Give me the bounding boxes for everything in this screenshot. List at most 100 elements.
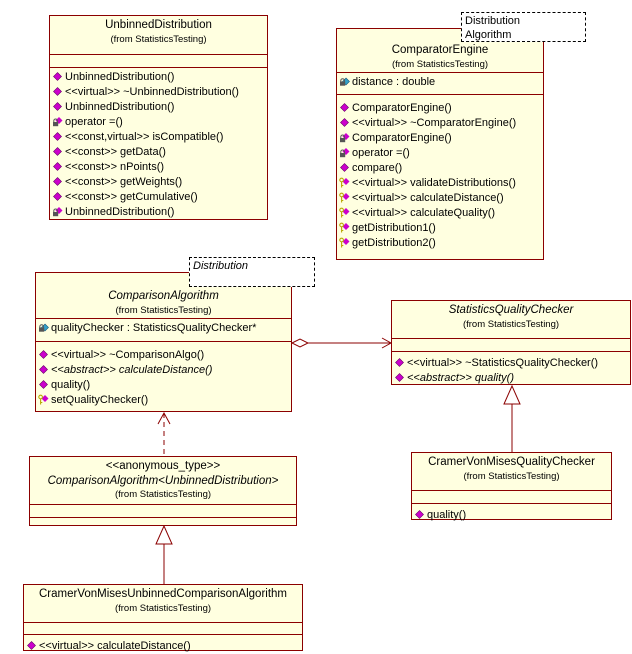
public-method-icon bbox=[52, 146, 63, 157]
attribute-compartment: qualityChecker : StatisticsQualityChecke… bbox=[36, 319, 291, 342]
attribute-compartment bbox=[24, 623, 302, 635]
operation-row[interactable]: quality() bbox=[38, 377, 289, 392]
class-unbinned-distribution[interactable]: UnbinnedDistribution (from StatisticsTes… bbox=[49, 15, 268, 220]
operation-row[interactable]: UnbinnedDistribution() bbox=[52, 99, 265, 114]
operation-label: operator =() bbox=[352, 146, 410, 159]
operation-row[interactable]: <<virtual>> ~ComparatorEngine() bbox=[339, 115, 541, 130]
operation-row[interactable]: <<const>> getCumulative() bbox=[52, 189, 265, 204]
class-package: (from StatisticsTesting) bbox=[391, 59, 489, 70]
class-package: (from StatisticsTesting) bbox=[463, 471, 560, 482]
operation-compartment: <<virtual>> calculateDistance() bbox=[24, 635, 302, 654]
template-parameters-comparator: Distribution Algorithm bbox=[461, 12, 586, 42]
attribute-label: qualityChecker : StatisticsQualityChecke… bbox=[51, 321, 257, 334]
operation-row[interactable]: <<const,virtual>> isCompatible() bbox=[52, 129, 265, 144]
operation-label: <<virtual>> ~ComparatorEngine() bbox=[352, 116, 517, 129]
private-method-lock-icon bbox=[339, 147, 350, 158]
public-method-icon bbox=[339, 102, 350, 113]
operation-label: compare() bbox=[352, 161, 403, 174]
operation-row[interactable]: <<virtual>> ~StatisticsQualityChecker() bbox=[394, 355, 628, 370]
public-method-icon bbox=[52, 71, 63, 82]
public-method-icon bbox=[52, 86, 63, 97]
template-parameter: Distribution bbox=[193, 260, 249, 272]
operation-row[interactable]: quality() bbox=[414, 507, 609, 522]
class-header: <<anonymous_type>> ComparisonAlgorithm<U… bbox=[30, 457, 296, 505]
operation-row[interactable]: <<const>> getWeights() bbox=[52, 174, 265, 189]
operation-row[interactable]: <<virtual>> ~ComparisonAlgo() bbox=[38, 347, 289, 362]
operation-row[interactable]: <<virtual>> calculateDistance() bbox=[339, 190, 541, 205]
operation-label: ComparatorEngine() bbox=[352, 131, 452, 144]
class-package: (from StatisticsTesting) bbox=[114, 603, 212, 614]
operation-row[interactable]: ComparatorEngine() bbox=[339, 100, 541, 115]
attribute-row[interactable]: distance : double bbox=[339, 74, 541, 89]
operation-label: setQualityChecker() bbox=[51, 393, 149, 406]
operation-row[interactable]: getDistribution1() bbox=[339, 220, 541, 235]
operation-row[interactable]: compare() bbox=[339, 160, 541, 175]
protected-method-key-icon bbox=[339, 177, 350, 188]
operation-label: <<const,virtual>> isCompatible() bbox=[65, 130, 224, 143]
operation-compartment: <<virtual>> ~ComparisonAlgo() <<abstract>… bbox=[36, 342, 291, 408]
operation-row[interactable]: UnbinnedDistribution() bbox=[52, 69, 265, 84]
class-cramer-von-mises-quality-checker[interactable]: CramerVonMisesQualityChecker (from Stati… bbox=[411, 452, 612, 522]
class-header: ComparatorEngine (from StatisticsTesting… bbox=[337, 29, 543, 73]
private-method-lock-icon bbox=[52, 206, 63, 217]
protected-method-key-icon bbox=[339, 207, 350, 218]
operation-label: <<virtual>> ~ComparisonAlgo() bbox=[51, 348, 205, 361]
class-comparison-algorithm[interactable]: ComparisonAlgorithm (from StatisticsTest… bbox=[35, 272, 292, 412]
operation-row[interactable]: UnbinnedDistribution() bbox=[52, 204, 265, 219]
operation-row[interactable]: <<const>> getData() bbox=[52, 144, 265, 159]
operation-row[interactable]: <<abstract>> calculateDistance() bbox=[38, 362, 289, 377]
operation-row[interactable]: ComparatorEngine() bbox=[339, 130, 541, 145]
class-name: ComparisonAlgorithm bbox=[108, 290, 219, 302]
class-cramer-von-mises-unbinned-comparison-algorithm[interactable]: CramerVonMisesUnbinnedComparisonAlgorith… bbox=[23, 584, 303, 654]
template-parameter: Algorithm bbox=[465, 29, 512, 41]
operation-row[interactable]: <<virtual>> calculateQuality() bbox=[339, 205, 541, 220]
public-method-icon bbox=[414, 509, 425, 520]
operation-label: operator =() bbox=[65, 115, 123, 128]
operation-row[interactable]: <<const>> nPoints() bbox=[52, 159, 265, 174]
class-name: ComparatorEngine bbox=[391, 44, 489, 56]
public-method-icon bbox=[38, 379, 49, 390]
operation-row[interactable]: <<abstract>> quality() bbox=[394, 370, 628, 385]
class-name: UnbinnedDistribution bbox=[105, 19, 212, 31]
protected-method-key-icon bbox=[339, 192, 350, 203]
public-method-icon bbox=[52, 161, 63, 172]
operation-row[interactable]: <<virtual>> calculateDistance() bbox=[26, 638, 300, 653]
operation-label: <<abstract>> quality() bbox=[407, 371, 515, 384]
public-method-icon bbox=[52, 191, 63, 202]
operation-row[interactable]: <<virtual>> ~UnbinnedDistribution() bbox=[52, 84, 265, 99]
operation-row[interactable]: operator =() bbox=[339, 145, 541, 160]
class-comparator-engine[interactable]: ComparatorEngine (from StatisticsTesting… bbox=[336, 28, 544, 260]
operation-row[interactable]: <<virtual>> validateDistributions() bbox=[339, 175, 541, 190]
class-anonymous-comparison-algorithm[interactable]: <<anonymous_type>> ComparisonAlgorithm<U… bbox=[29, 456, 297, 526]
operation-label: <<abstract>> calculateDistance() bbox=[51, 363, 213, 376]
operation-row[interactable]: getDistribution2() bbox=[339, 235, 541, 250]
operation-label: UnbinnedDistribution() bbox=[65, 70, 175, 83]
operation-row[interactable]: setQualityChecker() bbox=[38, 392, 289, 407]
operation-label: <<virtual>> ~UnbinnedDistribution() bbox=[65, 85, 239, 98]
operation-compartment bbox=[30, 518, 296, 530]
class-name: CramerVonMisesQualityChecker bbox=[428, 456, 595, 468]
class-header: ComparisonAlgorithm (from StatisticsTest… bbox=[36, 273, 291, 319]
template-parameters-comparison: Distribution bbox=[189, 257, 315, 287]
operation-row[interactable]: operator =() bbox=[52, 114, 265, 129]
public-method-icon bbox=[394, 357, 405, 368]
attribute-compartment bbox=[30, 505, 296, 518]
operation-label: getDistribution1() bbox=[352, 221, 436, 234]
operation-label: <<const>> nPoints() bbox=[65, 160, 165, 173]
protected-method-key-icon bbox=[38, 394, 49, 405]
public-method-icon bbox=[52, 176, 63, 187]
operation-label: getDistribution2() bbox=[352, 236, 436, 249]
public-method-icon bbox=[339, 162, 350, 173]
public-method-icon bbox=[339, 117, 350, 128]
operation-label: <<virtual>> validateDistributions() bbox=[352, 176, 516, 189]
realization-dependency bbox=[157, 411, 171, 456]
class-statistics-quality-checker[interactable]: StatisticsQualityChecker (from Statistic… bbox=[391, 300, 631, 385]
attribute-row[interactable]: qualityChecker : StatisticsQualityChecke… bbox=[38, 320, 289, 335]
operation-label: <<const>> getData() bbox=[65, 145, 166, 158]
public-method-icon bbox=[394, 372, 405, 383]
class-name: StatisticsQualityChecker bbox=[448, 304, 574, 316]
aggregation-association bbox=[290, 337, 393, 349]
operation-compartment: UnbinnedDistribution()<<virtual>> ~Unbin… bbox=[50, 68, 267, 220]
public-method-icon bbox=[38, 364, 49, 375]
operation-label: quality() bbox=[427, 508, 467, 521]
